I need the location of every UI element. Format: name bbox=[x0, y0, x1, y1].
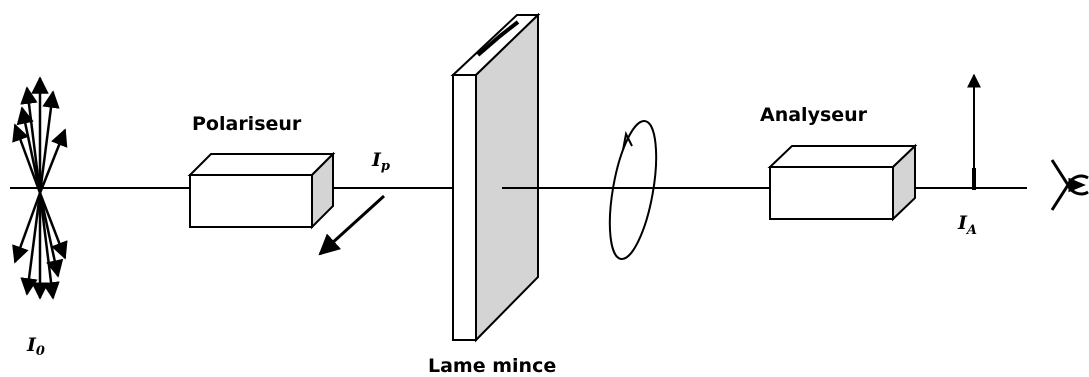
ia-symbol: I bbox=[957, 212, 968, 234]
lame-mince-label: Lame mince bbox=[428, 355, 556, 377]
polariseur-label: Polariseur bbox=[192, 113, 302, 135]
polariseur-box bbox=[187, 151, 336, 230]
ip-subscript: p bbox=[381, 159, 390, 174]
unpolarized-light-icon bbox=[12, 76, 68, 300]
elliptical-polarization-icon bbox=[608, 119, 658, 261]
eye-icon bbox=[1050, 159, 1089, 211]
ip-label: Ip bbox=[371, 149, 390, 174]
ia-label: IA bbox=[957, 212, 977, 238]
i0-subscript: 0 bbox=[36, 344, 45, 359]
ip-symbol: I bbox=[371, 149, 382, 171]
i0-label: I0 bbox=[26, 334, 45, 359]
analyseur-box bbox=[767, 143, 918, 222]
polarized-field-arrow bbox=[318, 194, 386, 256]
lame-mince-plate bbox=[450, 12, 541, 343]
ia-subscript: A bbox=[965, 223, 977, 238]
analyseur-label: Analyseur bbox=[760, 104, 868, 126]
i0-symbol: I bbox=[26, 334, 37, 356]
